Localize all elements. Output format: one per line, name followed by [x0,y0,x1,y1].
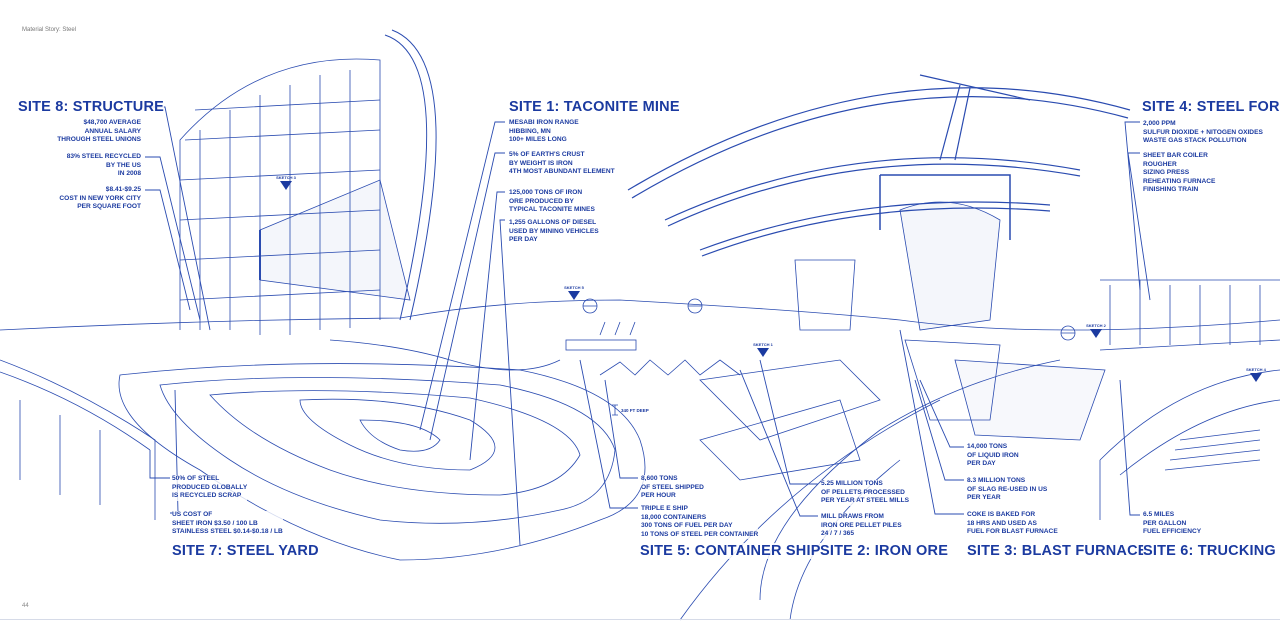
sketch-marker: SKETCH 2 [1081,323,1111,338]
sketch-marker: SKETCH 4 [1241,367,1271,382]
site-1-title: SITE 1: TACONITE MINE [509,99,680,115]
horizon-line [0,299,1280,331]
truck-track [1099,369,1280,520]
triangle-marker-icon [1090,329,1102,338]
sketch-marker: SKETCH 5 [559,285,589,300]
steel-structure [179,58,411,335]
site-2-title: SITE 2: IRON ORE [820,543,949,559]
site-8-title: SITE 8: STRUCTURE [18,99,164,115]
triangle-marker-icon [568,291,580,300]
arch-crane [384,29,437,321]
site-7-title: SITE 7: STEEL YARD [172,543,319,559]
ore-piles [599,359,741,376]
triangle-marker-icon [757,348,769,357]
depth-label: 340 FT DEEP [621,408,649,413]
page-number: 44 [22,603,29,609]
site-5-title: SITE 5: CONTAINER SHIP [640,543,821,559]
site-3-title: SITE 3: BLAST FURNACE [967,543,1148,559]
site-6-title: SITE 6: TRUCKING [1143,543,1276,559]
sketch-marker: SKETCH 1 [748,342,778,357]
left-bridge [0,359,156,520]
blast-furnace [794,174,1106,441]
triangle-marker-icon [280,181,292,190]
header-title: Material Story: Steel [22,27,77,33]
sketch-marker: SKETCH 3 [271,175,301,190]
site-4-title: SITE 4: STEEL FORMER [1142,99,1280,115]
steel-former-machines [1099,279,1280,351]
triangle-marker-icon [1250,373,1262,382]
crane-arcs [627,74,1131,257]
footer-divider [0,619,1280,620]
container-ship [565,339,637,351]
